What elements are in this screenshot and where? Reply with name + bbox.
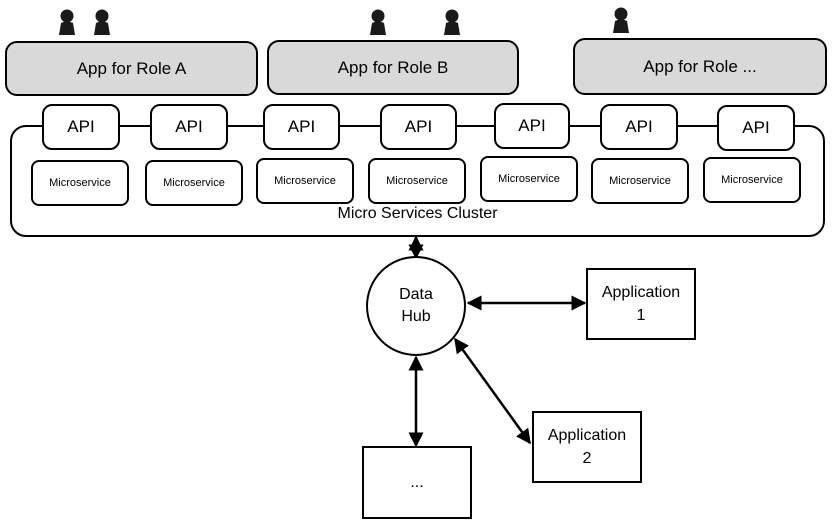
application-2-line1: Application: [547, 426, 627, 444]
app-role-a: App for Role A: [5, 41, 258, 96]
api-box: API: [494, 103, 570, 149]
application-2: Application 2: [532, 411, 642, 483]
application-2-line2: 2: [582, 450, 592, 467]
microservice-label: Microservice: [163, 177, 225, 189]
user-icon: [444, 9, 460, 35]
api-box: API: [150, 104, 228, 150]
api-box: API: [600, 104, 678, 150]
microservice-box: Microservice: [256, 158, 354, 204]
app-role-more: App for Role ...: [573, 38, 827, 95]
application-1: Application 1: [586, 268, 696, 340]
app-role-b: App for Role B: [267, 40, 519, 95]
data-hub-line2: Hub: [401, 308, 431, 325]
microservice-box: Microservice: [31, 160, 129, 206]
microservice-box: Microservice: [703, 157, 801, 203]
user-icon: [59, 9, 75, 35]
api-label: API: [287, 117, 316, 136]
microservice-label: Microservice: [498, 173, 560, 185]
cluster-label: Micro Services Cluster: [337, 205, 498, 222]
application-1-line1: Application: [601, 283, 681, 301]
api-label: API: [175, 117, 203, 136]
microservice-label: Microservice: [49, 177, 111, 189]
api-box: API: [263, 104, 340, 150]
data-hub-line1: Data: [399, 286, 433, 304]
microservice-label: Microservice: [386, 175, 448, 187]
app-role-more-label: App for Role ...: [643, 56, 757, 76]
microservice-box: Microservice: [145, 160, 243, 206]
api-label: API: [518, 116, 546, 135]
more-box: ...: [362, 446, 472, 519]
api-label: API: [742, 118, 770, 137]
api-label: API: [625, 117, 653, 136]
microservice-box: Microservice: [480, 156, 578, 202]
application-1-line2: 1: [636, 307, 646, 324]
app-role-a-label: App for Role A: [76, 58, 187, 78]
arrow-hub-app2: [453, 337, 532, 445]
microservice-label: Microservice: [721, 174, 783, 186]
api-box: API: [380, 104, 457, 150]
user-icon: [94, 9, 110, 35]
microservice-label: Microservice: [609, 175, 671, 187]
api-box: API: [42, 104, 120, 150]
user-icon: [613, 7, 629, 33]
api-label: API: [404, 117, 433, 136]
api-box: API: [717, 105, 795, 151]
api-label: API: [67, 117, 95, 136]
app-role-b-label: App for Role B: [337, 57, 449, 77]
more-box-label: ...: [410, 473, 424, 491]
microservice-box: Microservice: [591, 158, 689, 204]
user-icon: [370, 9, 386, 35]
data-hub: Data Hub: [366, 256, 466, 356]
microservice-label: Microservice: [274, 175, 336, 187]
microservice-box: Microservice: [368, 158, 466, 204]
